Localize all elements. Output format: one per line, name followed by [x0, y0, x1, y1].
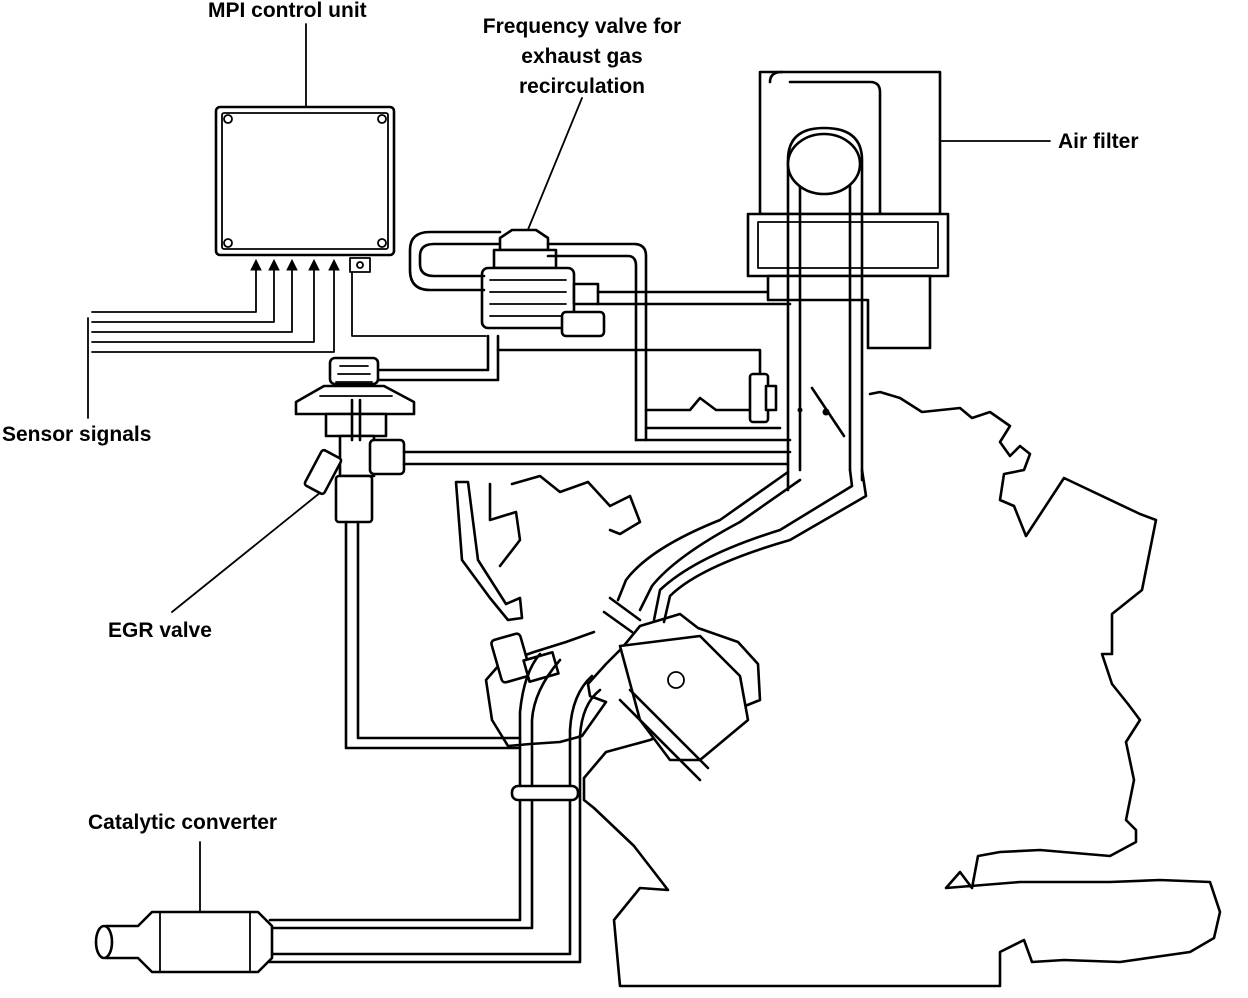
label-frequency-valve-line-1: Frequency valve for [482, 15, 682, 38]
label-mpi-control-unit: MPI control unit [208, 0, 367, 22]
sensor-signal-wires [91, 258, 487, 353]
vacuum-lines [368, 290, 792, 442]
air-filter-drawing [616, 70, 950, 624]
mpi-control-unit-box [214, 105, 396, 273]
engine-outline [454, 390, 1222, 988]
egr-valve-drawing [294, 356, 792, 750]
frequency-valve-drawing [408, 228, 648, 442]
label-air-filter: Air filter [1058, 130, 1139, 153]
label-frequency-valve-line-3: recirculation [518, 75, 646, 98]
label-catalytic-converter: Catalytic converter [88, 811, 278, 834]
leader-frequency-valve [526, 97, 583, 233]
leader-lines [87, 23, 1051, 913]
label-frequency-valve-line-2: exhaust gas [521, 45, 643, 68]
label-sensor-signals: Sensor signals [2, 423, 152, 446]
label-frequency-valve: Frequency valve for exhaust gas recircul… [456, 12, 708, 102]
label-egr-valve: EGR valve [108, 619, 212, 642]
leader-egr-valve [171, 487, 327, 613]
exhaust-drawing [94, 652, 602, 974]
